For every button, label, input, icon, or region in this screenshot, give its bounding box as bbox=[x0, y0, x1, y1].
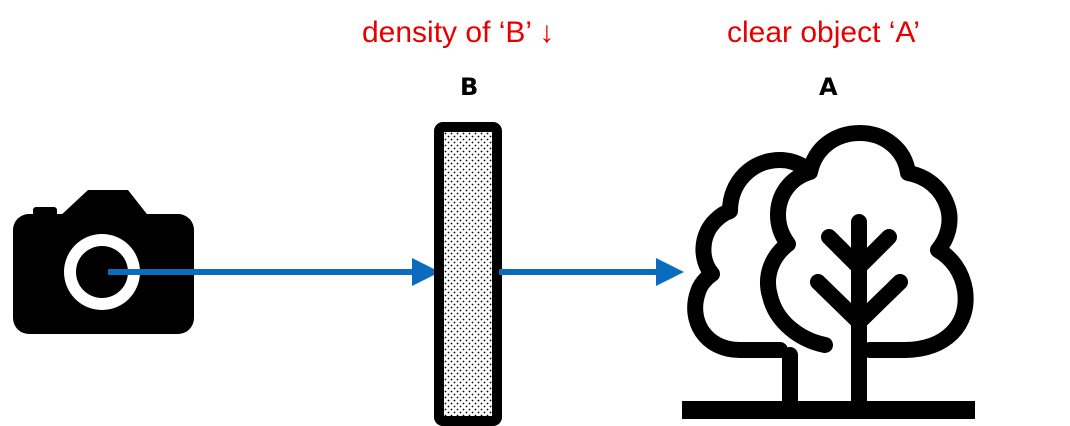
arrow-filter-to-tree bbox=[499, 258, 684, 286]
filter-label: B bbox=[460, 73, 479, 101]
object-label: A bbox=[819, 73, 838, 101]
camera-icon bbox=[13, 190, 194, 334]
arrow-camera-to-filter bbox=[108, 258, 440, 286]
tree-icon bbox=[682, 125, 975, 419]
object-clarity-caption: clear object ‘A’ bbox=[727, 16, 920, 49]
filter-density-caption: density of ‘B’ ↓ bbox=[362, 16, 555, 49]
filter-panel bbox=[434, 122, 502, 426]
